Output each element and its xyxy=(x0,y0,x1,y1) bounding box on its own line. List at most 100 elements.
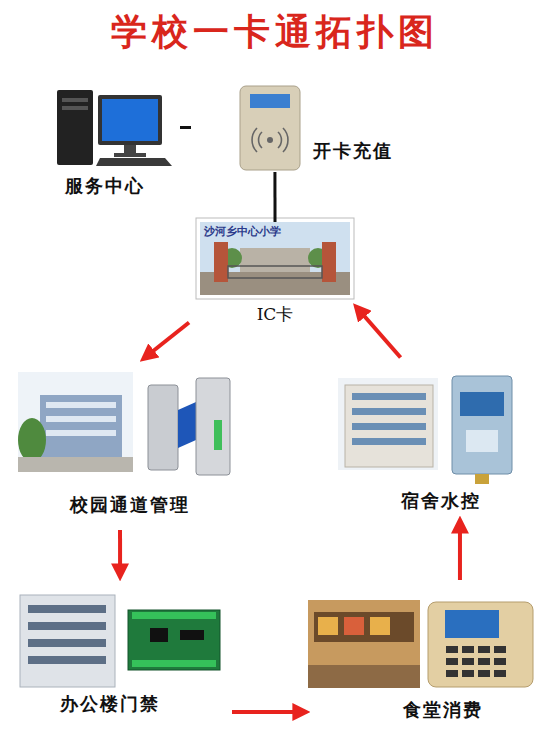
campus-passage-illustration xyxy=(18,372,230,475)
chip xyxy=(150,628,168,642)
menu-board xyxy=(344,617,364,635)
pos-key xyxy=(446,646,458,653)
pos-key xyxy=(478,658,490,665)
illustrated-node: 沙河乡中心小学 IC卡 xyxy=(200,222,350,330)
window-row xyxy=(352,423,426,430)
ic-card-illustration xyxy=(196,218,354,299)
school-building xyxy=(240,248,310,272)
window-row xyxy=(46,430,116,436)
pc-tower xyxy=(57,90,93,165)
campus-building xyxy=(40,395,122,457)
turnstile-cabinet xyxy=(196,378,230,475)
diagram-title: 学校一卡通拓扑图 xyxy=(0,8,550,57)
node-label: 办公楼门禁 xyxy=(35,693,185,715)
office-building xyxy=(20,595,115,687)
reader-window xyxy=(250,94,290,108)
illustrated-node: 食堂消费 xyxy=(305,592,537,722)
menu-board xyxy=(370,617,390,635)
turnstile-indicator xyxy=(214,420,222,450)
flow-arrow xyxy=(118,530,122,576)
flow-arrow xyxy=(357,307,401,357)
terminal-block xyxy=(132,660,216,667)
reader-body xyxy=(240,86,300,170)
monitor-frame xyxy=(98,95,162,145)
illustrated-node: 办公楼门禁 xyxy=(10,578,228,718)
pos-key xyxy=(478,646,490,653)
rfid-waves xyxy=(252,128,288,152)
office-access-illustration xyxy=(20,595,220,687)
pos-key xyxy=(494,670,506,677)
monitor-screen xyxy=(102,99,158,141)
flow-arrow xyxy=(232,710,305,714)
flow-arrow xyxy=(458,521,462,580)
canteen-floor xyxy=(308,665,420,688)
card-reader-illustration xyxy=(240,86,300,170)
window-row xyxy=(28,656,106,664)
pos-screen xyxy=(445,610,499,638)
window-row xyxy=(352,408,426,415)
tree xyxy=(18,418,46,462)
window-row xyxy=(352,393,426,400)
food-counter xyxy=(314,612,414,642)
pos-key xyxy=(494,658,506,665)
pos-key xyxy=(478,670,490,677)
dorm-water-illustration xyxy=(338,376,512,484)
pos-terminal xyxy=(428,602,533,687)
meter-screen xyxy=(460,392,504,416)
monitor-stand xyxy=(124,145,136,154)
node-label: 校园通道管理 xyxy=(30,494,230,516)
card-border xyxy=(196,218,354,299)
pos-key xyxy=(462,646,474,653)
gate-pillar xyxy=(322,242,336,282)
connector-line xyxy=(273,172,276,222)
card-area xyxy=(466,430,498,452)
canteen-illustration xyxy=(308,600,533,688)
illustrated-node: 开卡充值 xyxy=(215,82,395,172)
terminal-block xyxy=(132,612,216,619)
pos-key xyxy=(446,670,458,677)
computer-illustration xyxy=(57,90,172,166)
photo-ground xyxy=(18,457,133,472)
photo-sky xyxy=(18,372,133,472)
window-row xyxy=(46,416,116,422)
gate-pillar xyxy=(214,242,228,282)
drive-bay xyxy=(62,98,88,102)
illustrated-node: 宿舍水控 xyxy=(330,368,520,513)
drive-bay xyxy=(62,106,88,110)
window-row xyxy=(28,639,106,647)
chip xyxy=(180,630,204,640)
node-label: 宿舍水控 xyxy=(378,490,503,512)
controller-board xyxy=(128,610,220,670)
node-label: IC卡 xyxy=(240,304,310,324)
node-label: 开卡充值 xyxy=(311,140,395,162)
illustrated-node: 校园通道管理 xyxy=(15,362,237,520)
window-row xyxy=(28,622,106,630)
gate-bars xyxy=(228,266,322,278)
window-row xyxy=(28,605,106,613)
photo-sky xyxy=(200,222,350,295)
illustrated-node: 服务中心 xyxy=(50,85,180,200)
turnstile-cabinet xyxy=(148,385,178,470)
pos-key xyxy=(462,670,474,677)
water-pipe xyxy=(475,474,489,484)
rfid-symbol xyxy=(267,137,273,143)
window-row xyxy=(46,402,116,408)
pos-key xyxy=(494,646,506,653)
monitor-base xyxy=(114,153,146,157)
node-label: 服务中心 xyxy=(50,175,160,197)
pos-key xyxy=(446,658,458,665)
menu-board xyxy=(318,617,338,635)
keyboard xyxy=(96,158,172,166)
water-meter xyxy=(452,376,512,474)
pos-key xyxy=(462,658,474,665)
turnstile-wing xyxy=(178,402,196,448)
dorm-building xyxy=(345,385,433,467)
photo-caption: 沙河乡中心小学 xyxy=(204,225,314,238)
canteen-photo xyxy=(308,600,420,688)
window-row xyxy=(352,438,426,445)
connector-line xyxy=(180,126,191,129)
node-label: 食堂消费 xyxy=(380,699,505,721)
